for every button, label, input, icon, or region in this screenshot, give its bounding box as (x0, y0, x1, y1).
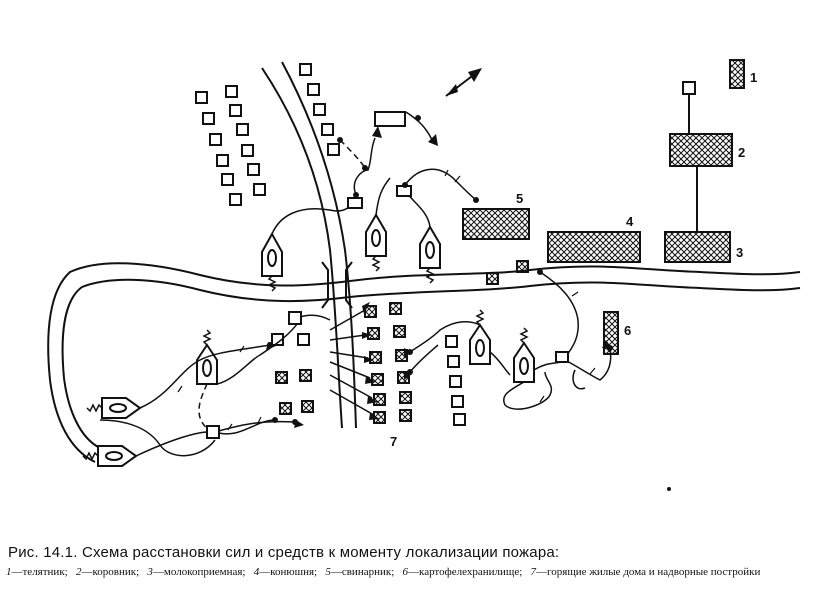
fire-engine-d (196, 343, 218, 385)
burning-houses-cluster (275, 302, 412, 424)
legend-item-6: 6—картофелехранилище; (402, 566, 523, 578)
houses-along-road (299, 63, 340, 156)
label-6: 6 (624, 323, 631, 338)
building-4-stable (547, 231, 641, 263)
building-5-pigsty (462, 208, 530, 240)
label-5: 5 (516, 191, 523, 206)
houses-right-column (271, 333, 466, 426)
nozzle-arrows (266, 126, 612, 428)
speck (667, 487, 671, 491)
fire-engine-c (419, 225, 441, 269)
fire-engine-e (469, 323, 491, 365)
fire-engines (97, 213, 535, 467)
label-1: 1 (750, 70, 757, 85)
legend-item-5: 5—свинарник; (325, 566, 395, 578)
label-7: 7 (390, 434, 397, 449)
fire-engine-a (261, 231, 283, 277)
caption-title: Рис. 14.1. Схема расстановки сил и средс… (8, 544, 560, 561)
small-burning-objects (486, 260, 529, 285)
fire-engine-g (101, 397, 142, 419)
building-1-calf-barn (729, 59, 745, 89)
north-arrow-icon (445, 68, 482, 97)
suction-hoses (82, 255, 529, 461)
legend-item-7: 7—горящие жилые дома и надворные построй… (530, 566, 761, 578)
legend-item-2: 2—коровник; (75, 566, 140, 578)
legend-item-3: 3—молокоприемная; (147, 566, 246, 578)
label-2: 2 (738, 145, 745, 160)
caption-legend: 1—телятник; 2—коровник; 3—молокоприемная… (6, 566, 832, 578)
houses-top-left (195, 85, 266, 206)
hose-dividers (206, 185, 569, 439)
pump-station (374, 111, 406, 127)
farm-connector (682, 81, 698, 232)
hose-lines (99, 111, 612, 457)
bridge (321, 261, 353, 309)
legend-item-1: 1—телятник; (6, 566, 68, 578)
fire-engine-h (97, 445, 138, 467)
fire-scheme-diagram: 1 2 3 4 5 6 (47, 59, 801, 491)
building-2-cowshed (669, 133, 733, 167)
nozzle-points (267, 115, 613, 425)
label-3: 3 (736, 245, 743, 260)
legend-item-4: 4—конюшня; (253, 566, 318, 578)
fire-engine-f (513, 341, 535, 383)
hose-ticks (177, 169, 596, 431)
building-3-milk-station (664, 231, 731, 263)
fire-engine-b (365, 213, 387, 257)
label-4: 4 (626, 214, 634, 229)
river (47, 262, 801, 463)
